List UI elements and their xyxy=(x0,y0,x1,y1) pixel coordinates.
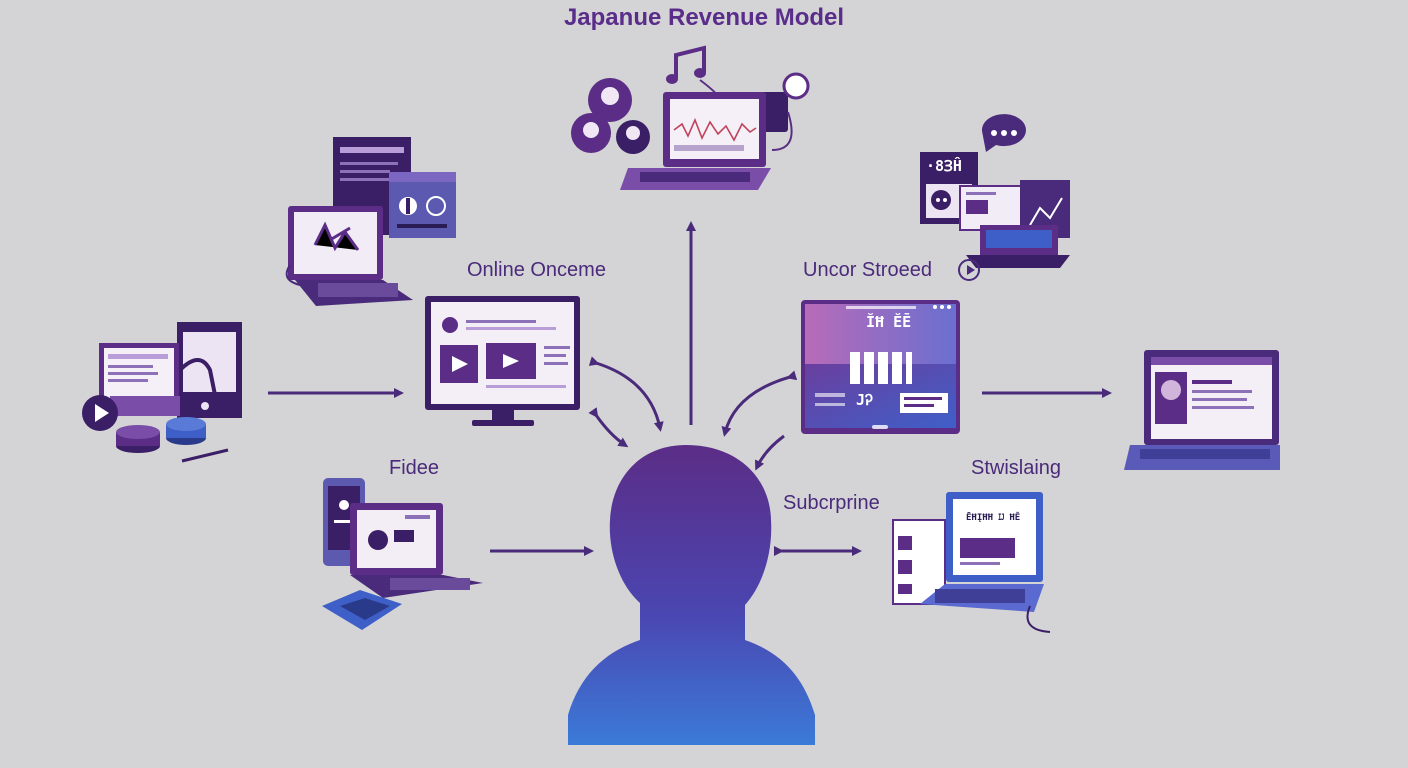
person-silhouette xyxy=(568,445,815,745)
stwislaing-screen-text: ĒĦĮĦĦ Ĳ ĦĔ xyxy=(966,513,1021,523)
top-right-device-text: ·8ꞫĤ xyxy=(926,157,962,175)
arrow-curve-online-2 xyxy=(588,407,629,448)
label-fidee: Fidee xyxy=(389,457,440,479)
fidee-devices xyxy=(322,478,483,630)
online-monitor xyxy=(425,296,580,426)
uncor-tablet xyxy=(801,300,960,434)
label-stwislaing: Stwislaing xyxy=(971,457,1062,479)
play-icon[interactable] xyxy=(958,259,980,281)
right-laptop xyxy=(1124,350,1280,470)
tablet-badge-text: JᎮ xyxy=(856,391,873,409)
arrow-curve-online-1 xyxy=(588,356,664,432)
tablet-header-text: ĬĦ ĔĒ xyxy=(866,313,912,331)
diagram-title: Japanue Revenue Model xyxy=(563,4,845,31)
connector-arrows xyxy=(268,221,1112,556)
top-music-laptop xyxy=(571,45,810,190)
label-online: Online Onceme xyxy=(467,259,606,281)
arrow-curve-uncor-2 xyxy=(755,434,785,471)
top-right-device xyxy=(920,114,1070,268)
left-device-cluster xyxy=(82,322,242,463)
label-uncor: Uncor Stroeed xyxy=(803,259,932,281)
upper-left-laptop xyxy=(285,137,456,306)
stwislaing-laptop xyxy=(892,492,1051,633)
arrow-curve-uncor-1 xyxy=(721,370,798,437)
label-subscription: Subcrprine xyxy=(783,492,880,514)
